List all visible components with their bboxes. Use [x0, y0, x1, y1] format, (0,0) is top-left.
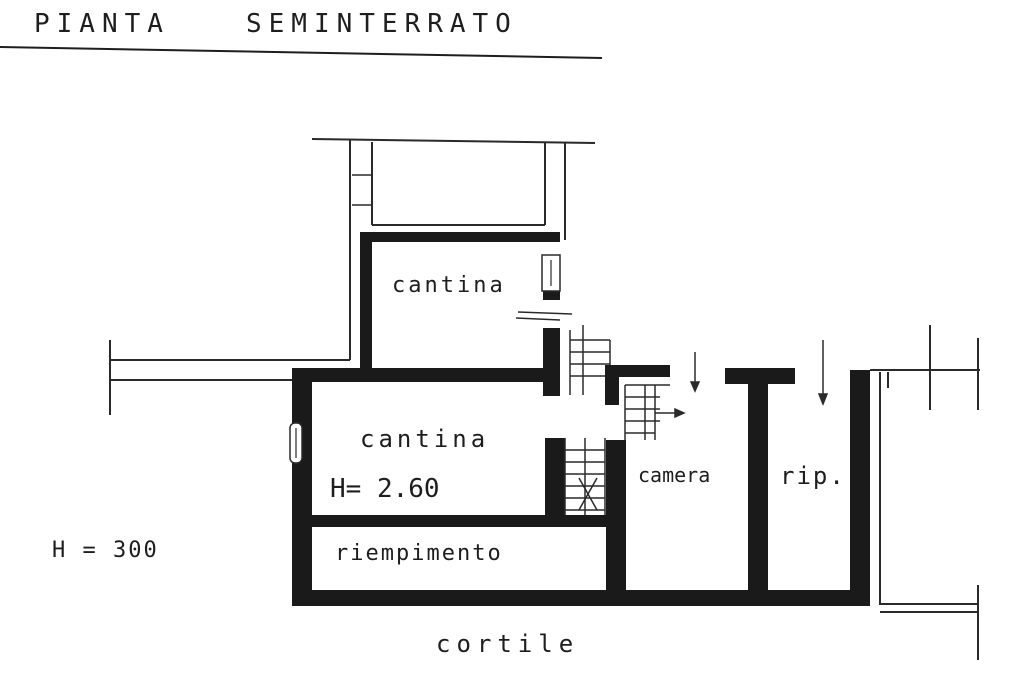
- room-height-note: H= 2.60: [330, 474, 440, 504]
- courtyard-label: cortile: [436, 630, 579, 658]
- room-label-riempimento: riempimento: [335, 541, 503, 566]
- room-label-camera: camera: [638, 463, 710, 487]
- title-right: SEMINTERRATO: [246, 9, 518, 39]
- height-level-note: H = 300: [52, 538, 159, 563]
- thick-walls: [292, 232, 870, 606]
- room-label-rip: rip.: [780, 462, 846, 490]
- room-label-cantina-main: cantina: [360, 425, 489, 453]
- arrows: [515, 311, 829, 511]
- title-group: PIANTA SEMINTERRATO: [0, 9, 603, 59]
- left-external-walls: [109, 340, 350, 415]
- room-label-cantina-top: cantina: [392, 273, 506, 298]
- room-labels: cantina cantina H= 2.60 riempimento came…: [330, 273, 846, 566]
- right-external-walls: [870, 325, 980, 660]
- stairs: [564, 325, 670, 515]
- title-underline: [0, 46, 603, 59]
- upper-lightwell: [311, 138, 596, 360]
- title-left: PIANTA: [34, 9, 170, 39]
